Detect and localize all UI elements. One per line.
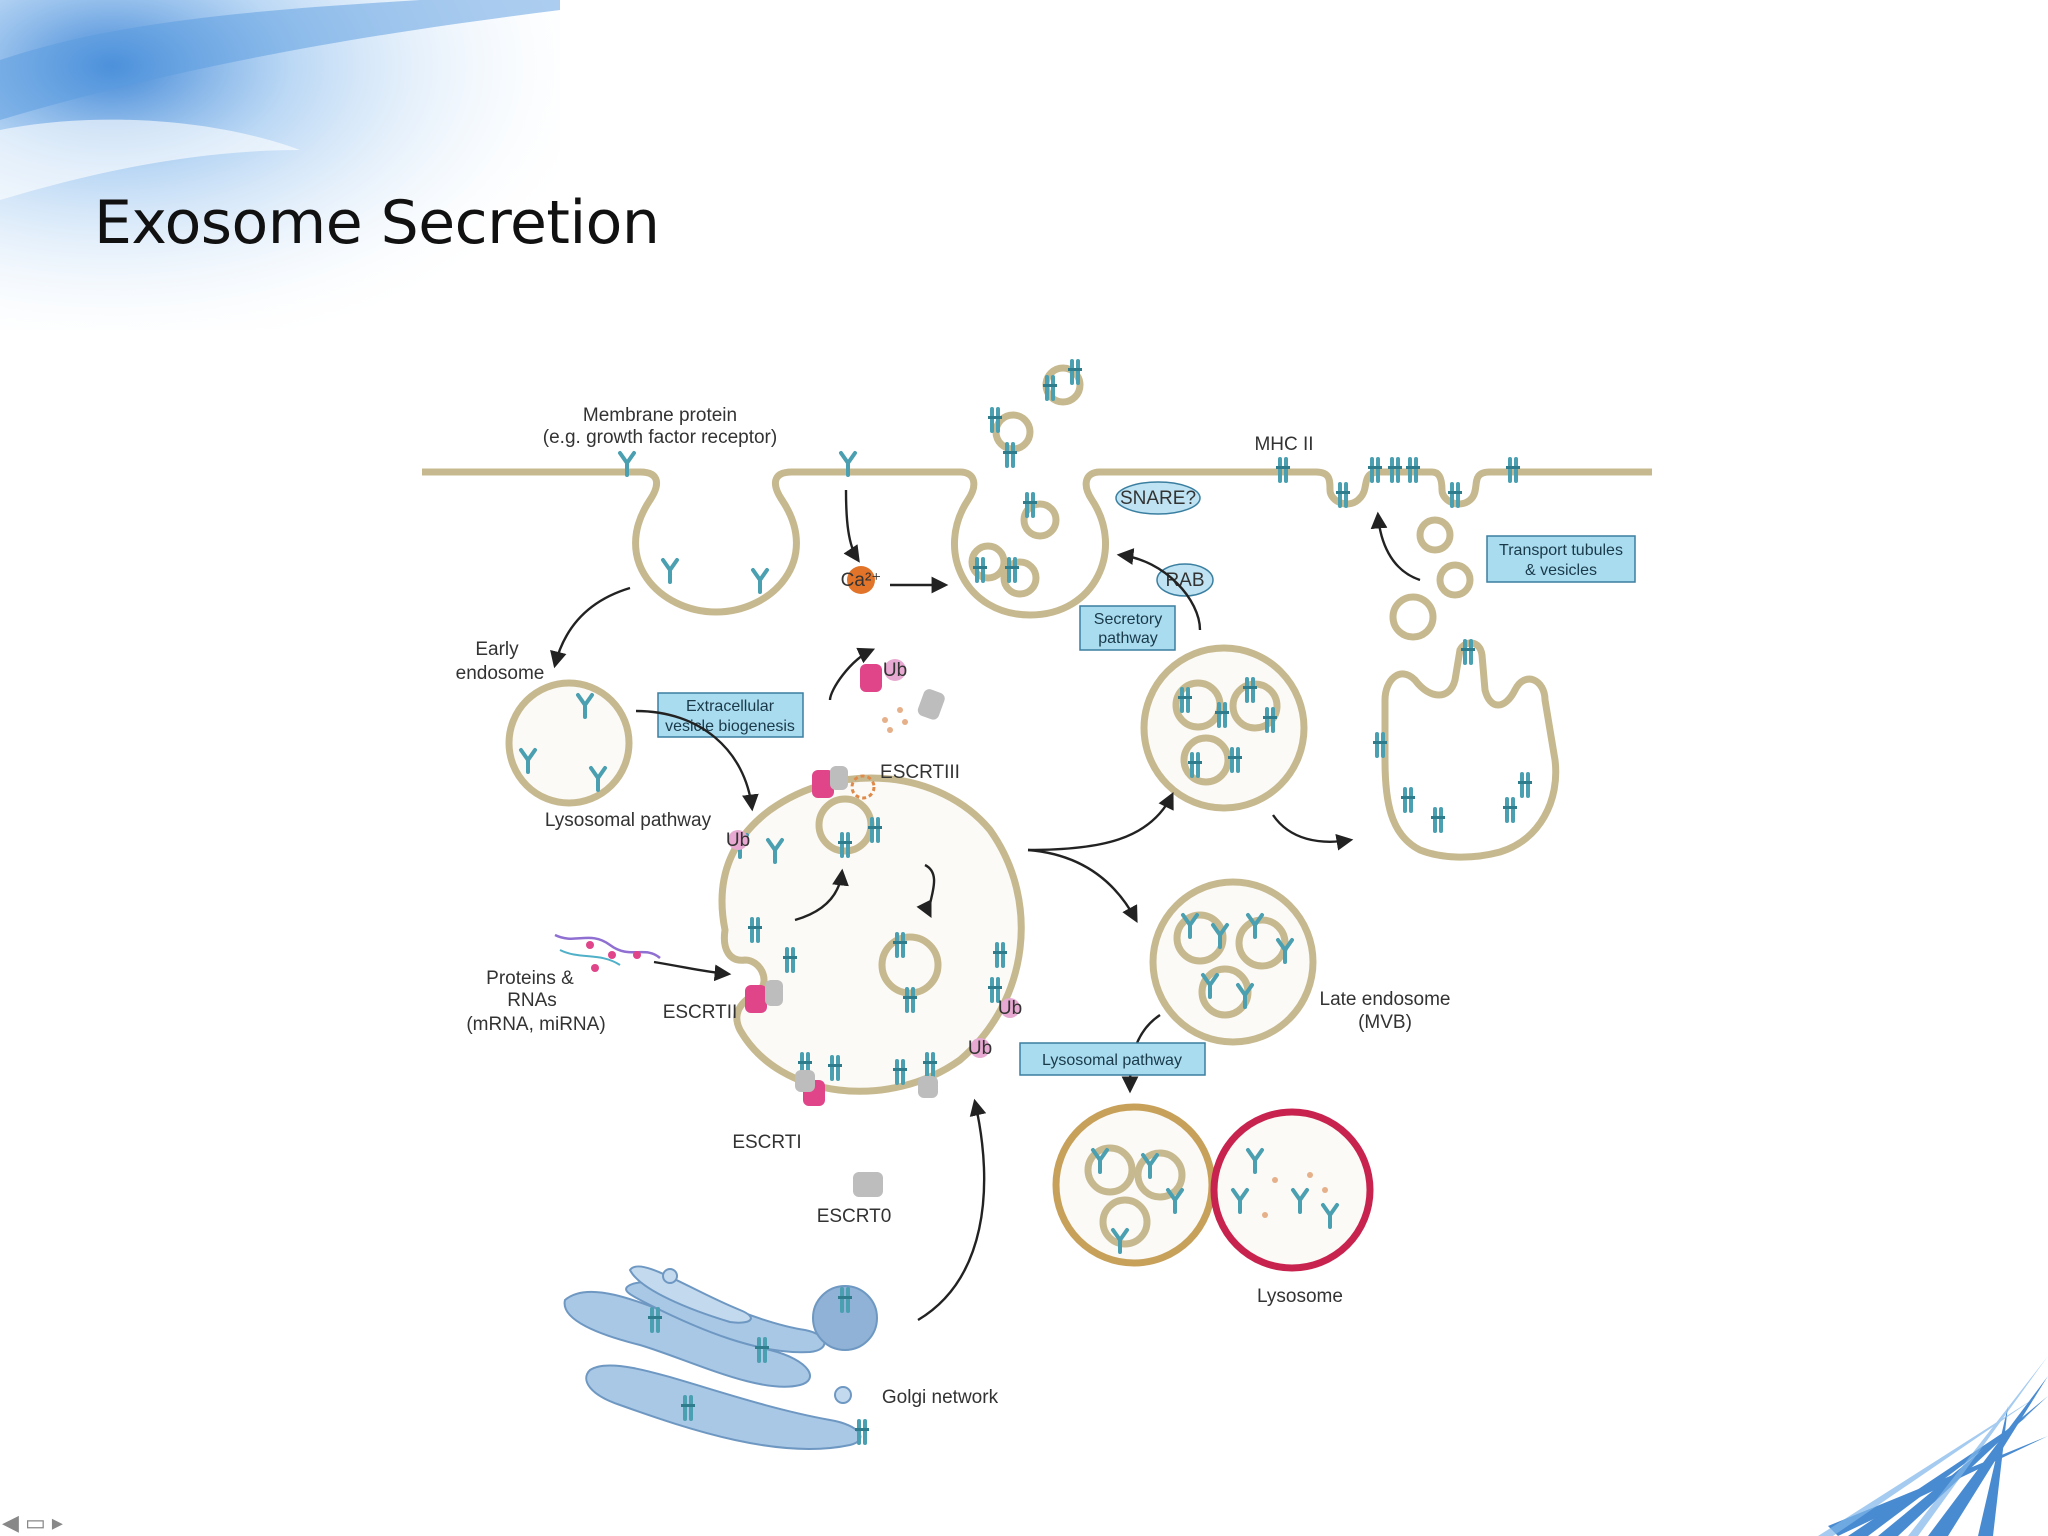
lysosome bbox=[1052, 1103, 1374, 1272]
svg-text:endosome: endosome bbox=[456, 663, 545, 684]
svg-text:Lysosomal pathway: Lysosomal pathway bbox=[545, 810, 712, 831]
svg-text:Transport tubules: Transport tubules bbox=[1499, 542, 1623, 559]
svg-text:Membrane protein: Membrane protein bbox=[583, 405, 737, 426]
svg-text:Proteins &: Proteins & bbox=[486, 968, 574, 989]
svg-text:& vesicles: & vesicles bbox=[1525, 562, 1597, 579]
forming-mvb bbox=[718, 774, 1025, 1095]
slide-title: Exosome Secretion bbox=[94, 188, 660, 258]
svg-text:pathway: pathway bbox=[1098, 630, 1158, 647]
bottom-right-decoration bbox=[1818, 1356, 2048, 1536]
svg-text:Extracellular: Extracellular bbox=[686, 698, 775, 715]
svg-text:MHC II: MHC II bbox=[1254, 434, 1313, 455]
svg-text:ESCRT0: ESCRT0 bbox=[817, 1206, 892, 1227]
svg-text:Ub: Ub bbox=[968, 1038, 992, 1059]
svg-text:Lysosome: Lysosome bbox=[1257, 1286, 1343, 1307]
svg-text:Ca²⁺: Ca²⁺ bbox=[841, 570, 882, 591]
slide-nav-icons[interactable]: ◀ ▭ ▸ bbox=[2, 1510, 63, 1535]
rna-molecules bbox=[554, 933, 661, 972]
calcium-ion: Ca²⁺ bbox=[841, 566, 882, 594]
svg-text:SNARE?: SNARE? bbox=[1120, 488, 1196, 509]
svg-text:ESCRTI: ESCRTI bbox=[732, 1132, 801, 1153]
released-exosomes bbox=[968, 359, 1084, 598]
early-endosome bbox=[505, 679, 633, 807]
golgi-network bbox=[563, 1265, 878, 1451]
svg-text:Secretory: Secretory bbox=[1094, 611, 1162, 628]
svg-text:vesicle biogenesis: vesicle biogenesis bbox=[665, 718, 795, 735]
svg-text:Early: Early bbox=[475, 639, 519, 660]
svg-text:(mRNA, miRNA): (mRNA, miRNA) bbox=[466, 1014, 605, 1035]
secretory-mvb bbox=[1140, 644, 1308, 812]
secretory-pathway-box bbox=[1079, 605, 1176, 651]
svg-text:ESCRTII: ESCRTII bbox=[663, 1002, 738, 1023]
svg-text:Ub: Ub bbox=[998, 998, 1022, 1019]
svg-text:Lysosomal pathway: Lysosomal pathway bbox=[1042, 1052, 1182, 1069]
svg-text:RAB: RAB bbox=[1165, 570, 1204, 591]
ev-biogenesis-box bbox=[657, 692, 804, 738]
tubular-compartment bbox=[1373, 639, 1560, 861]
top-left-decoration bbox=[0, 0, 560, 330]
svg-text:Late endosome: Late endosome bbox=[1320, 989, 1451, 1010]
svg-text:(MVB): (MVB) bbox=[1358, 1012, 1412, 1033]
transport-tubules-box bbox=[1486, 535, 1636, 583]
snare-label bbox=[1115, 481, 1201, 515]
svg-text:Golgi network: Golgi network bbox=[882, 1387, 999, 1408]
svg-text:ESCRTIII: ESCRTIII bbox=[880, 762, 960, 783]
escrt-complexes: Ub Ub Ub Ub bbox=[726, 659, 1022, 1197]
plasma-membrane bbox=[422, 451, 1652, 619]
svg-text:Ub: Ub bbox=[726, 830, 750, 851]
lysosomal-pathway-box bbox=[1019, 1042, 1206, 1076]
rab-label bbox=[1156, 563, 1214, 597]
svg-text:Ub: Ub bbox=[883, 660, 907, 681]
svg-text:RNAs: RNAs bbox=[507, 990, 557, 1011]
svg-text:(e.g. growth factor receptor): (e.g. growth factor receptor) bbox=[543, 427, 777, 448]
late-endosome bbox=[1149, 878, 1317, 1046]
